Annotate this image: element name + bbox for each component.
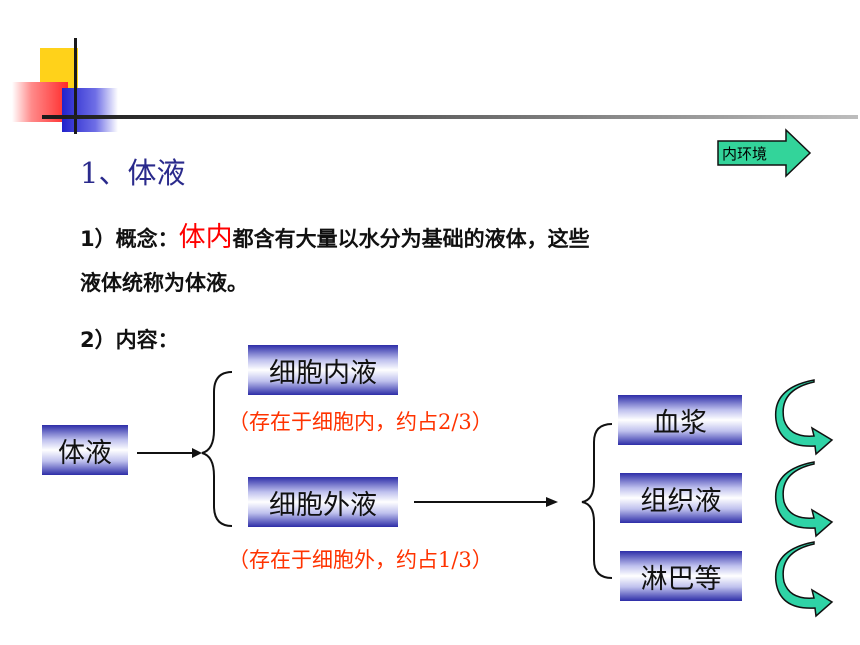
root-arrow-head (192, 448, 202, 458)
intracellular-note: （存在于细胞内，约占2/3） (228, 410, 493, 434)
content-label: 2）内容： (80, 328, 179, 352)
extracellular-arrow-head (546, 497, 558, 507)
extracellular-box: 细胞外液 (248, 477, 398, 527)
nav-arrow-label[interactable]: 内环境 (722, 145, 768, 163)
component-tissue-fluid: 组织液 (620, 473, 742, 523)
concept-paragraph: 1）概念：体内都含有大量以水分为基础的液体，这些 液体统称为体液。 (80, 216, 590, 305)
left-brace (201, 371, 233, 527)
next-arrow-icon[interactable] (716, 128, 812, 178)
cycle-arrow-icon-2 (774, 461, 834, 538)
concept-line1: 都含有大量以水分为基础的液体，这些 (232, 227, 590, 251)
header-divider (42, 115, 858, 119)
extracellular-note: （存在于细胞外，约占1/3） (228, 548, 493, 572)
root-box: 体液 (42, 425, 128, 475)
component-lymph: 淋巴等 (620, 551, 742, 601)
concept-highlight: 体内 (178, 222, 233, 253)
logo-blue-block (62, 88, 118, 132)
logo-vertical-line (74, 38, 77, 134)
concept-line2: 液体统称为体液。 (80, 271, 248, 295)
cycle-arrow-icon-3 (774, 541, 834, 618)
slide-title: 1、体液 (80, 156, 186, 190)
intracellular-box: 细胞内液 (248, 345, 398, 395)
cycle-arrow-icon-1 (774, 379, 834, 456)
concept-prefix: 1）概念： (80, 227, 179, 251)
right-brace (581, 423, 613, 579)
component-plasma: 血浆 (618, 395, 742, 445)
